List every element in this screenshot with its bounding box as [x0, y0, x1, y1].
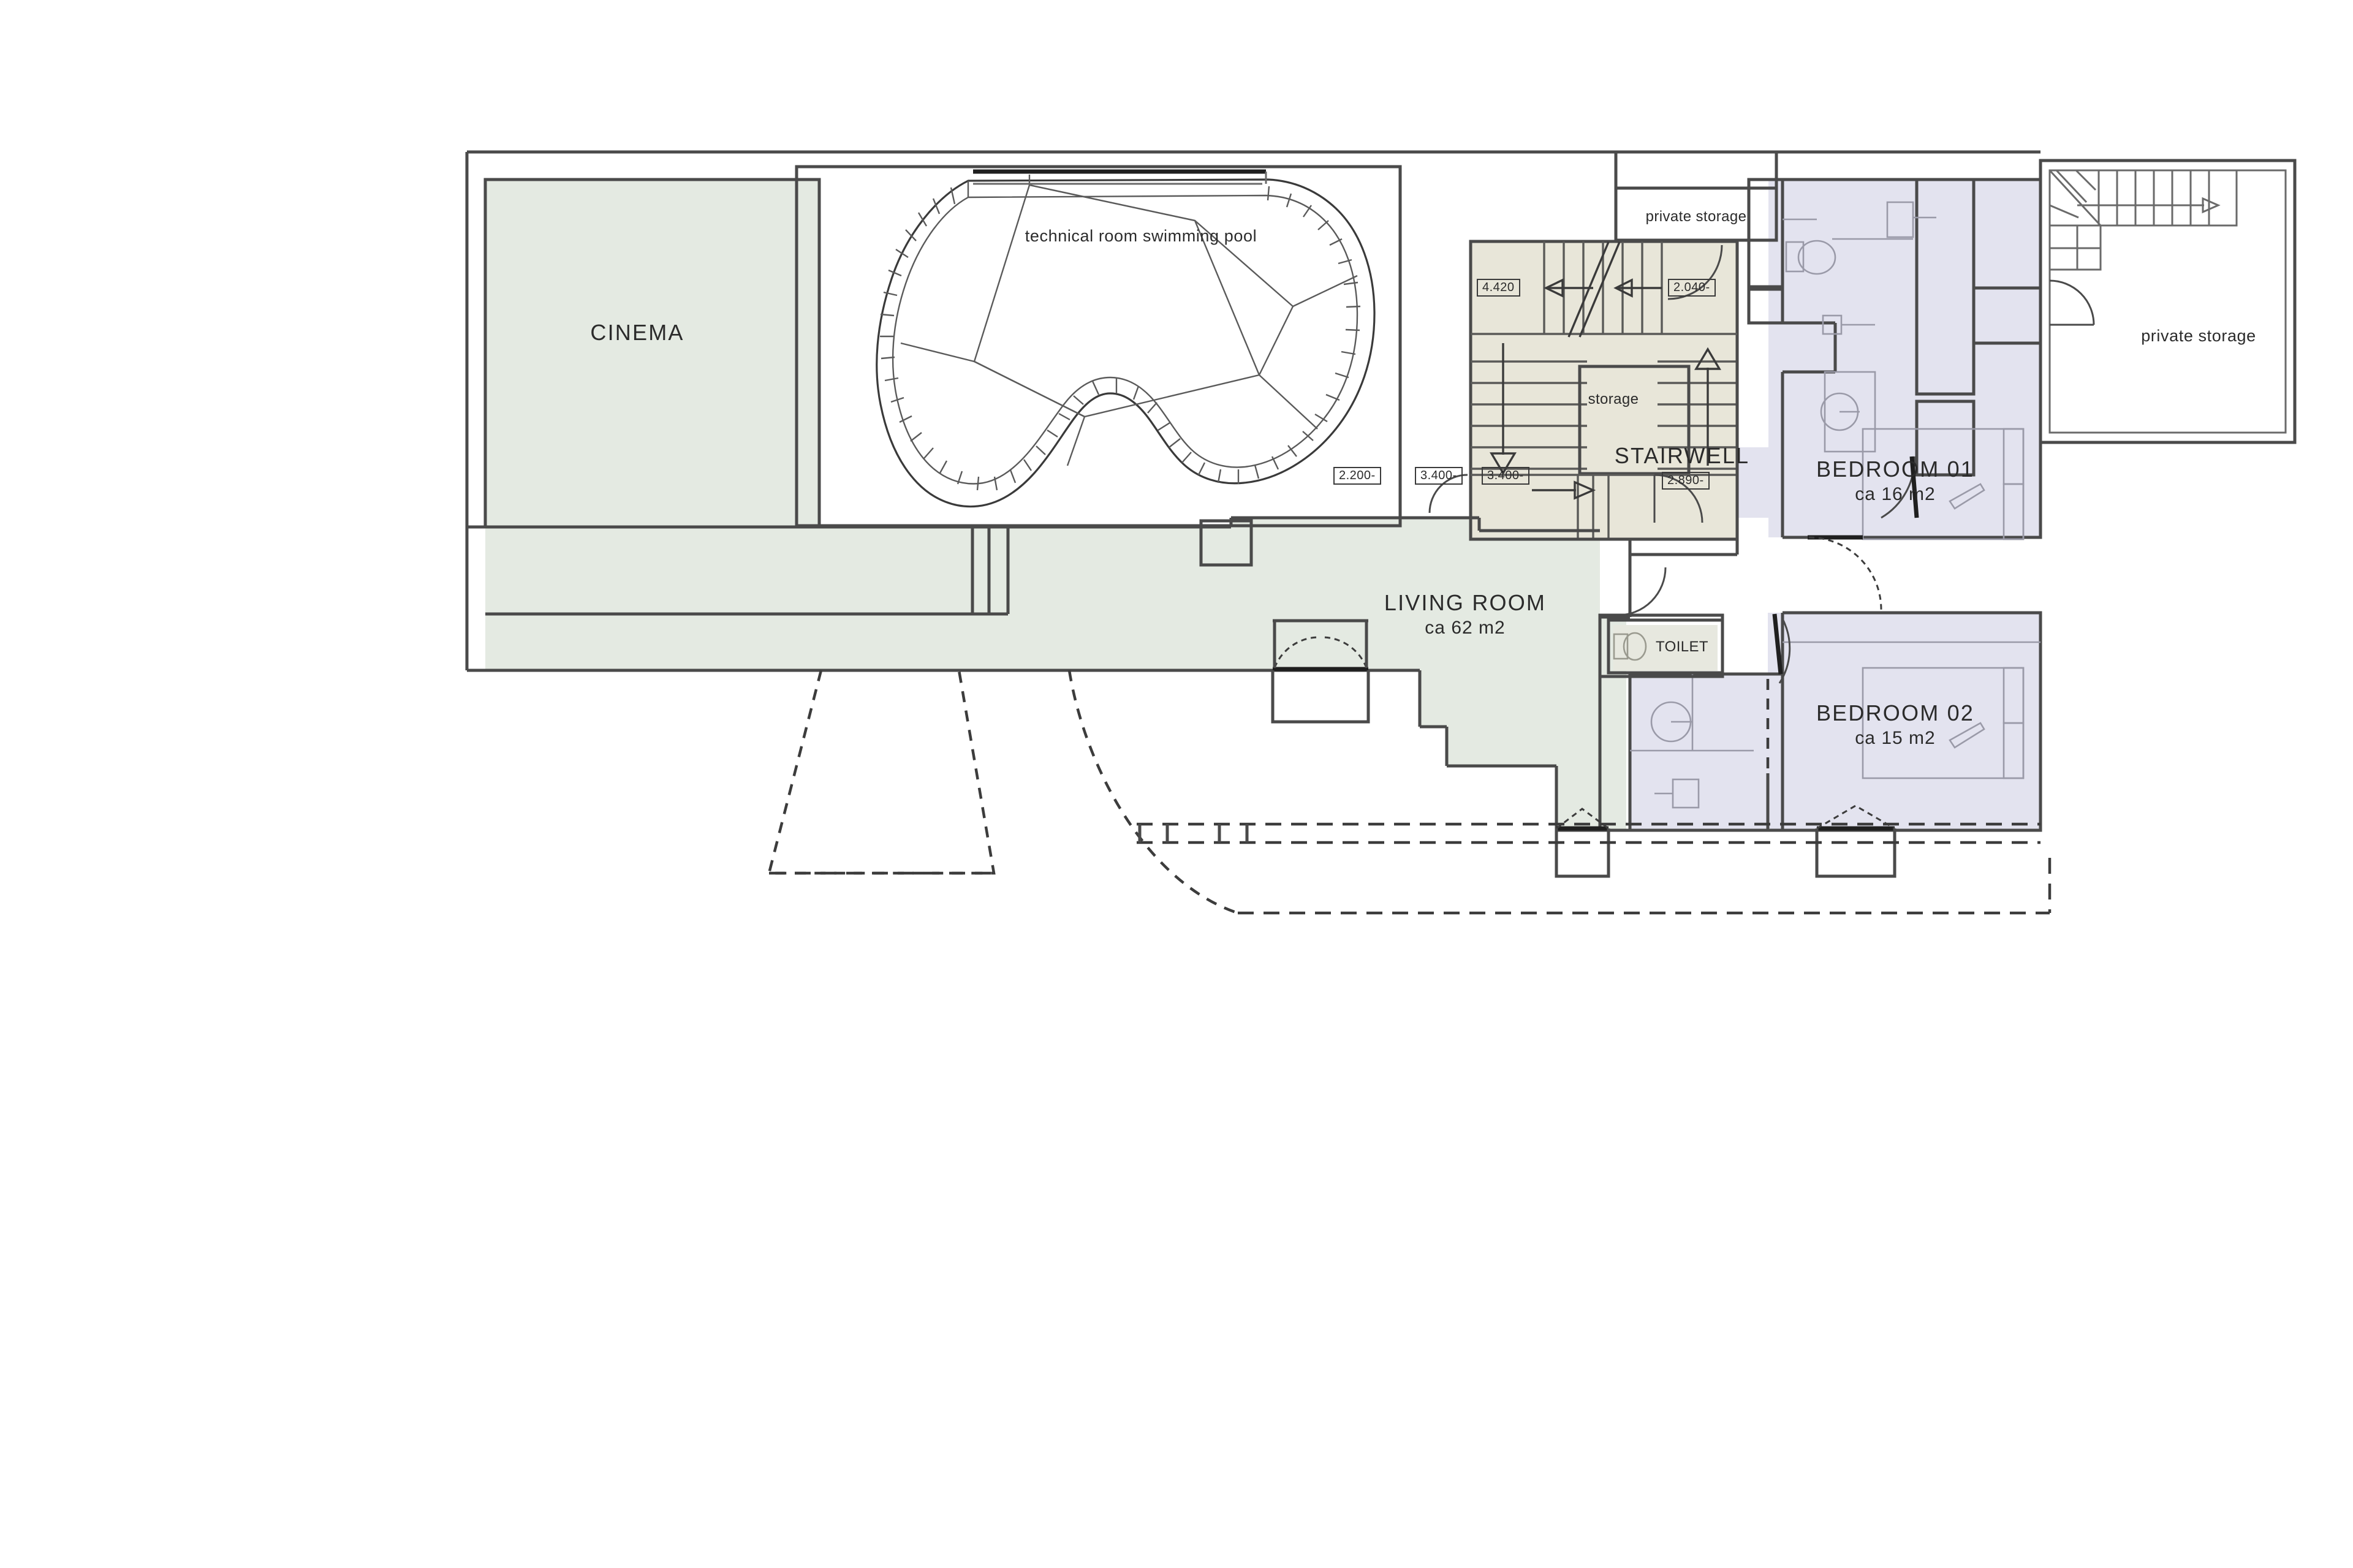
living-room-lower: [1420, 670, 1626, 830]
room-area-living: ca 62 m2: [1425, 618, 1506, 638]
terrace-trapezoid: [767, 670, 996, 875]
door-swing-toilet: [1617, 567, 1667, 616]
door-swing-private-storage-right: [2049, 279, 2095, 325]
window-swing-bedroom02: [1816, 805, 1895, 830]
private-storage-right: [2039, 159, 2297, 444]
room-label-bedroom01: BEDROOM 01: [1816, 456, 1975, 482]
toilet-fill: [1613, 625, 1718, 671]
bedroom01-toilet-fixture: [1785, 240, 1836, 275]
room-label-cinema: CINEMA: [590, 320, 684, 345]
bedroom01-shower: [1820, 371, 1876, 453]
room-label-living: LIVING ROOM: [1384, 590, 1547, 615]
dimension-4420: 4.420: [1477, 279, 1520, 297]
living-room-fill-main: [485, 518, 1626, 830]
bedroom01-sink-fixture: [1822, 314, 1875, 335]
dimension-2890: 2.890-: [1662, 472, 1710, 490]
room-label-storage-core: storage: [1588, 391, 1639, 407]
bedroom02-bed: [1862, 667, 2025, 779]
room-label-private-storage-right: private storage: [2141, 327, 2256, 345]
stair-arrow-up: [1694, 347, 1721, 466]
swimming-pool: [876, 169, 1376, 508]
outdoor-dashed-elements: [767, 670, 2052, 915]
room-label-pool: technical room swimming pool: [1025, 227, 1257, 245]
dimension-3400-b: 3.400-: [1482, 467, 1529, 485]
bedroom02-sink-fixture: [1630, 674, 1754, 752]
bedroom01-bath-fill: [1768, 180, 1922, 320]
stair-arrow-left-upper: [1544, 278, 1593, 298]
stair-arrow-left-upper-2: [1613, 278, 1662, 298]
dimension-2040: 2.040-: [1668, 279, 1716, 297]
dimension-2200: 2.200-: [1333, 467, 1381, 485]
dimension-3400-a: 3.400-: [1415, 467, 1463, 485]
room-label-private-storage-top: private storage: [1645, 208, 1747, 225]
door-swing-bedroom02-entry: [1778, 618, 1791, 684]
room-label-stairwell: STAIRWELL: [1614, 443, 1750, 468]
door-swing-bedroom01-entry: [1808, 536, 1882, 610]
room-label-toilet: TOILET: [1656, 638, 1708, 655]
bedroom01-bed: [1862, 428, 2025, 540]
stair-arrow-down: [1490, 343, 1517, 475]
toilet-wc-fixture: [1613, 632, 1647, 661]
bedroom01-window-niche: [1886, 201, 1936, 238]
living-room-outline: [485, 516, 1630, 878]
room-area-bedroom02: ca 15 m2: [1855, 728, 1936, 748]
room-area-bedroom01: ca 16 m2: [1855, 484, 1936, 504]
driveway-curve: [1067, 670, 1238, 915]
bedroom02-bath-fill: [1630, 674, 1771, 830]
door-swing-stairwell-left: [1428, 474, 1468, 513]
bedroom02-group: [1628, 611, 2042, 878]
stair-arrow-right-lower: [1532, 480, 1596, 500]
bedroom02-wc-fixture: [1654, 778, 1700, 809]
door-swing-storage-top: [1667, 244, 1723, 300]
room-label-bedroom02: BEDROOM 02: [1816, 700, 1975, 725]
room-fills: [485, 180, 2040, 830]
door-swing-living-right: [1321, 636, 1368, 668]
door-swing-living-left: [1273, 636, 1321, 668]
private-storage-stair: [2048, 169, 2238, 271]
